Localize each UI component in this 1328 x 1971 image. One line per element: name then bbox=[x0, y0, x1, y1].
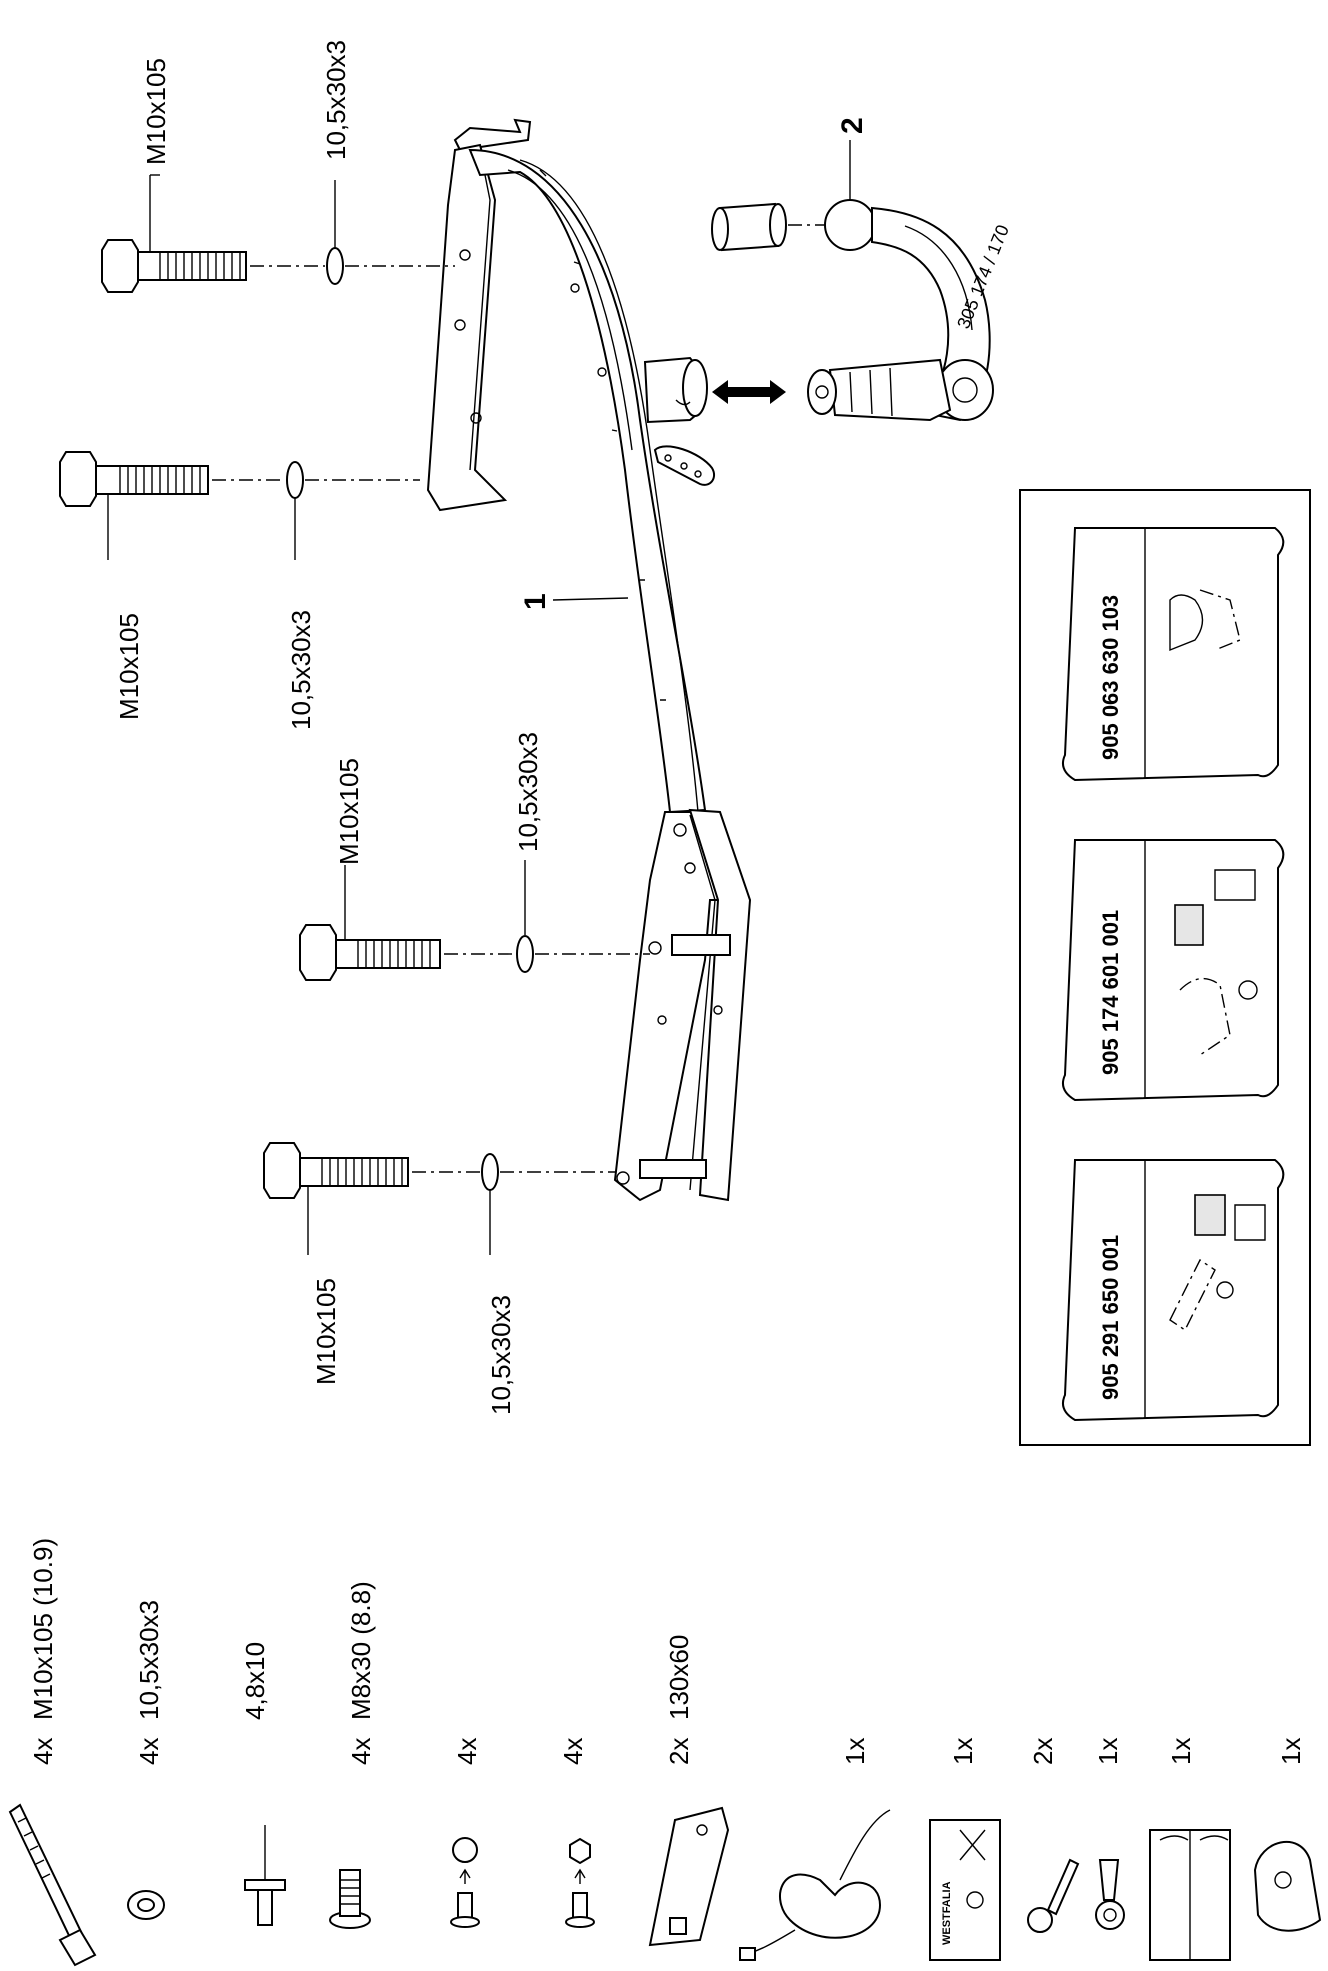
parts-qty-1: 4x bbox=[28, 1738, 58, 1765]
parts-spec-1: M10x105 (10.9) bbox=[28, 1538, 58, 1720]
socket-plate bbox=[653, 445, 716, 486]
bolt-icon bbox=[8, 1803, 97, 1967]
kit-2-code: 905 174 601 001 bbox=[1098, 910, 1123, 1075]
parts-qty-6: 4x bbox=[558, 1738, 588, 1765]
ball-cover-strap-icon bbox=[739, 1809, 891, 1961]
bolt-label-third: M10x105 bbox=[334, 758, 364, 865]
rivet-icon bbox=[244, 1825, 286, 1926]
kit-card-1: 905 063 630 103 bbox=[1062, 527, 1285, 782]
bolt-label-left: M10x105 bbox=[311, 1278, 341, 1385]
parts-spec-3: 4,8x10 bbox=[240, 1642, 270, 1720]
warning-sticker-icon: WESTFALIA bbox=[929, 1819, 1001, 1961]
manual-booklet-icon bbox=[1149, 1829, 1231, 1961]
parts-qty-8: 1x bbox=[840, 1738, 870, 1765]
hex-insert-icon bbox=[565, 1837, 595, 1928]
ball-cap bbox=[711, 202, 787, 252]
bolt-set-left bbox=[263, 1142, 615, 1255]
kits-box: 905 063 630 103 905 174 601 001 905 291 … bbox=[1019, 489, 1311, 1446]
washer-label-third: 10,5x30x3 bbox=[513, 732, 543, 852]
bolt-set-second bbox=[59, 451, 420, 560]
kit-card-2: 905 174 601 001 bbox=[1062, 839, 1285, 1102]
part-2-label: 2 bbox=[836, 117, 869, 134]
parts-spec-2: 10,5x30x3 bbox=[134, 1600, 164, 1720]
parts-qty-7: 2x bbox=[664, 1738, 694, 1765]
parts-qty-9: 1x bbox=[948, 1738, 978, 1765]
kit-card-3: 905 291 650 001 bbox=[1062, 1159, 1285, 1422]
washer-label-left: 10,5x30x3 bbox=[486, 1295, 516, 1415]
screw-icon bbox=[329, 1869, 371, 1929]
kit-1-code: 905 063 630 103 bbox=[1098, 595, 1123, 760]
ball-neck-assembly: 305 174 / 170 bbox=[711, 199, 1013, 422]
parts-qty-2: 4x bbox=[134, 1738, 164, 1765]
parts-qty-11: 1x bbox=[1093, 1738, 1123, 1765]
bracket-plate-icon bbox=[648, 1806, 730, 1947]
parts-qty-5: 4x bbox=[452, 1738, 482, 1765]
insert-arrow-icon bbox=[712, 380, 786, 404]
bolt-set-third bbox=[299, 860, 650, 981]
parts-list: 4x M10x105 (10.9) 4x 10,5x30x3 4,8x10 4x… bbox=[8, 1538, 1322, 1967]
receiver-socket bbox=[643, 356, 708, 424]
parts-qty-4: 4x bbox=[346, 1738, 376, 1765]
parts-spec-7: 130x60 bbox=[664, 1635, 694, 1720]
ring-key-icon bbox=[1095, 1859, 1125, 1930]
washer-label-top-right: 10,5x30x3 bbox=[321, 40, 351, 160]
parts-qty-13: 1x bbox=[1276, 1738, 1306, 1765]
bolt-label-top-right: M10x105 bbox=[141, 58, 171, 165]
parts-qty-10: 2x bbox=[1028, 1738, 1058, 1765]
parts-spec-4: M8x30 (8.8) bbox=[346, 1581, 376, 1720]
bolt-set-top-right bbox=[101, 174, 455, 293]
part-1-label: 1 bbox=[519, 593, 552, 610]
washer-label-second: 10,5x30x3 bbox=[286, 610, 316, 730]
towbar-crossbeam bbox=[426, 118, 752, 1202]
parts-qty-12: 1x bbox=[1166, 1738, 1196, 1765]
key-icon bbox=[1027, 1858, 1080, 1933]
round-insert-icon bbox=[450, 1837, 480, 1928]
cap-icon bbox=[1253, 1841, 1322, 1932]
kit-3-code: 905 291 650 001 bbox=[1098, 1235, 1123, 1400]
washer-icon bbox=[127, 1890, 165, 1920]
bolt-label-second: M10x105 bbox=[114, 613, 144, 720]
sticker-brand: WESTFALIA bbox=[941, 1881, 953, 1945]
